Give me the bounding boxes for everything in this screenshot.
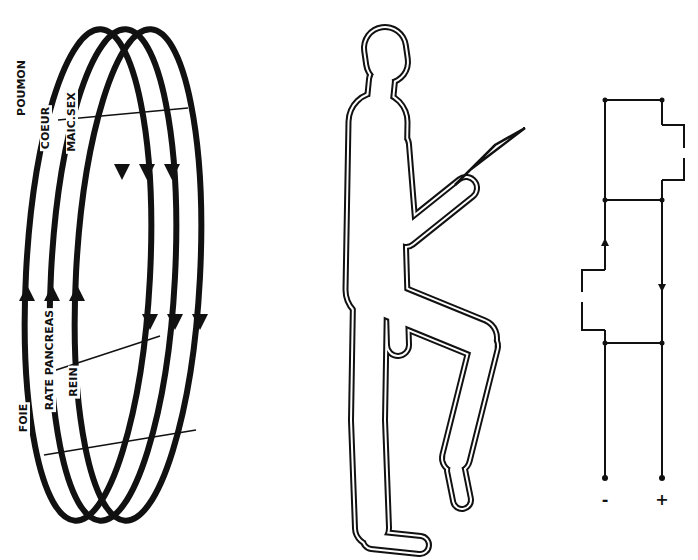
figure-outline: [375, 122, 378, 290]
figure-outline: [372, 540, 420, 545]
figure-outline: [456, 470, 462, 500]
switch-symbol: [582, 270, 605, 330]
figure-outline: [392, 150, 398, 345]
organ-label: FOIE: [18, 402, 30, 434]
meridian-loops: [13, 26, 213, 524]
figure-outline: [375, 122, 378, 290]
cross-lines: [44, 108, 196, 455]
organ-label: COEUR: [40, 105, 52, 151]
figure-outline: [456, 470, 462, 500]
organ-label: RATE PANCREAS: [44, 308, 56, 412]
figure-outline: [392, 150, 398, 345]
figure-outline: [456, 346, 484, 458]
figure-outline: [456, 346, 484, 458]
terminal-sign: -: [600, 492, 611, 508]
figure-outline: [368, 300, 372, 528]
figure-outline: [368, 300, 372, 528]
figure-outline: [372, 540, 420, 545]
figure-outline: [368, 300, 372, 528]
organ-label: REIN: [68, 365, 80, 398]
figure-outline: [456, 346, 484, 458]
figure-outline: [392, 150, 398, 345]
circuit-dots: [601, 98, 666, 482]
figure-outline: [368, 300, 372, 528]
figure-outline: [372, 540, 420, 545]
figure-outline: [385, 48, 387, 62]
figure-outline: [372, 540, 420, 545]
figure-outline: [456, 346, 484, 458]
figure-outline: [385, 48, 387, 62]
figure-outline: [456, 470, 462, 500]
human-figure: [368, 48, 484, 545]
bowl: [455, 128, 525, 185]
figure-outline: [385, 48, 387, 62]
figure-outline: [406, 188, 466, 236]
circuit: [582, 100, 684, 478]
flow-arrows: [19, 164, 208, 330]
switch-symbol: [662, 125, 684, 180]
figure-outline: [456, 470, 462, 500]
figure-outline: [375, 122, 378, 290]
terminal-sign: +: [653, 492, 670, 508]
figure-outline: [406, 188, 466, 236]
figure-outline: [385, 48, 387, 62]
figure-outline: [392, 150, 398, 345]
figure-outline: [406, 188, 466, 236]
organ-label: POUMON: [16, 58, 28, 118]
figure-outline: [375, 122, 378, 290]
organ-label: MAIC.SEX: [66, 90, 78, 154]
